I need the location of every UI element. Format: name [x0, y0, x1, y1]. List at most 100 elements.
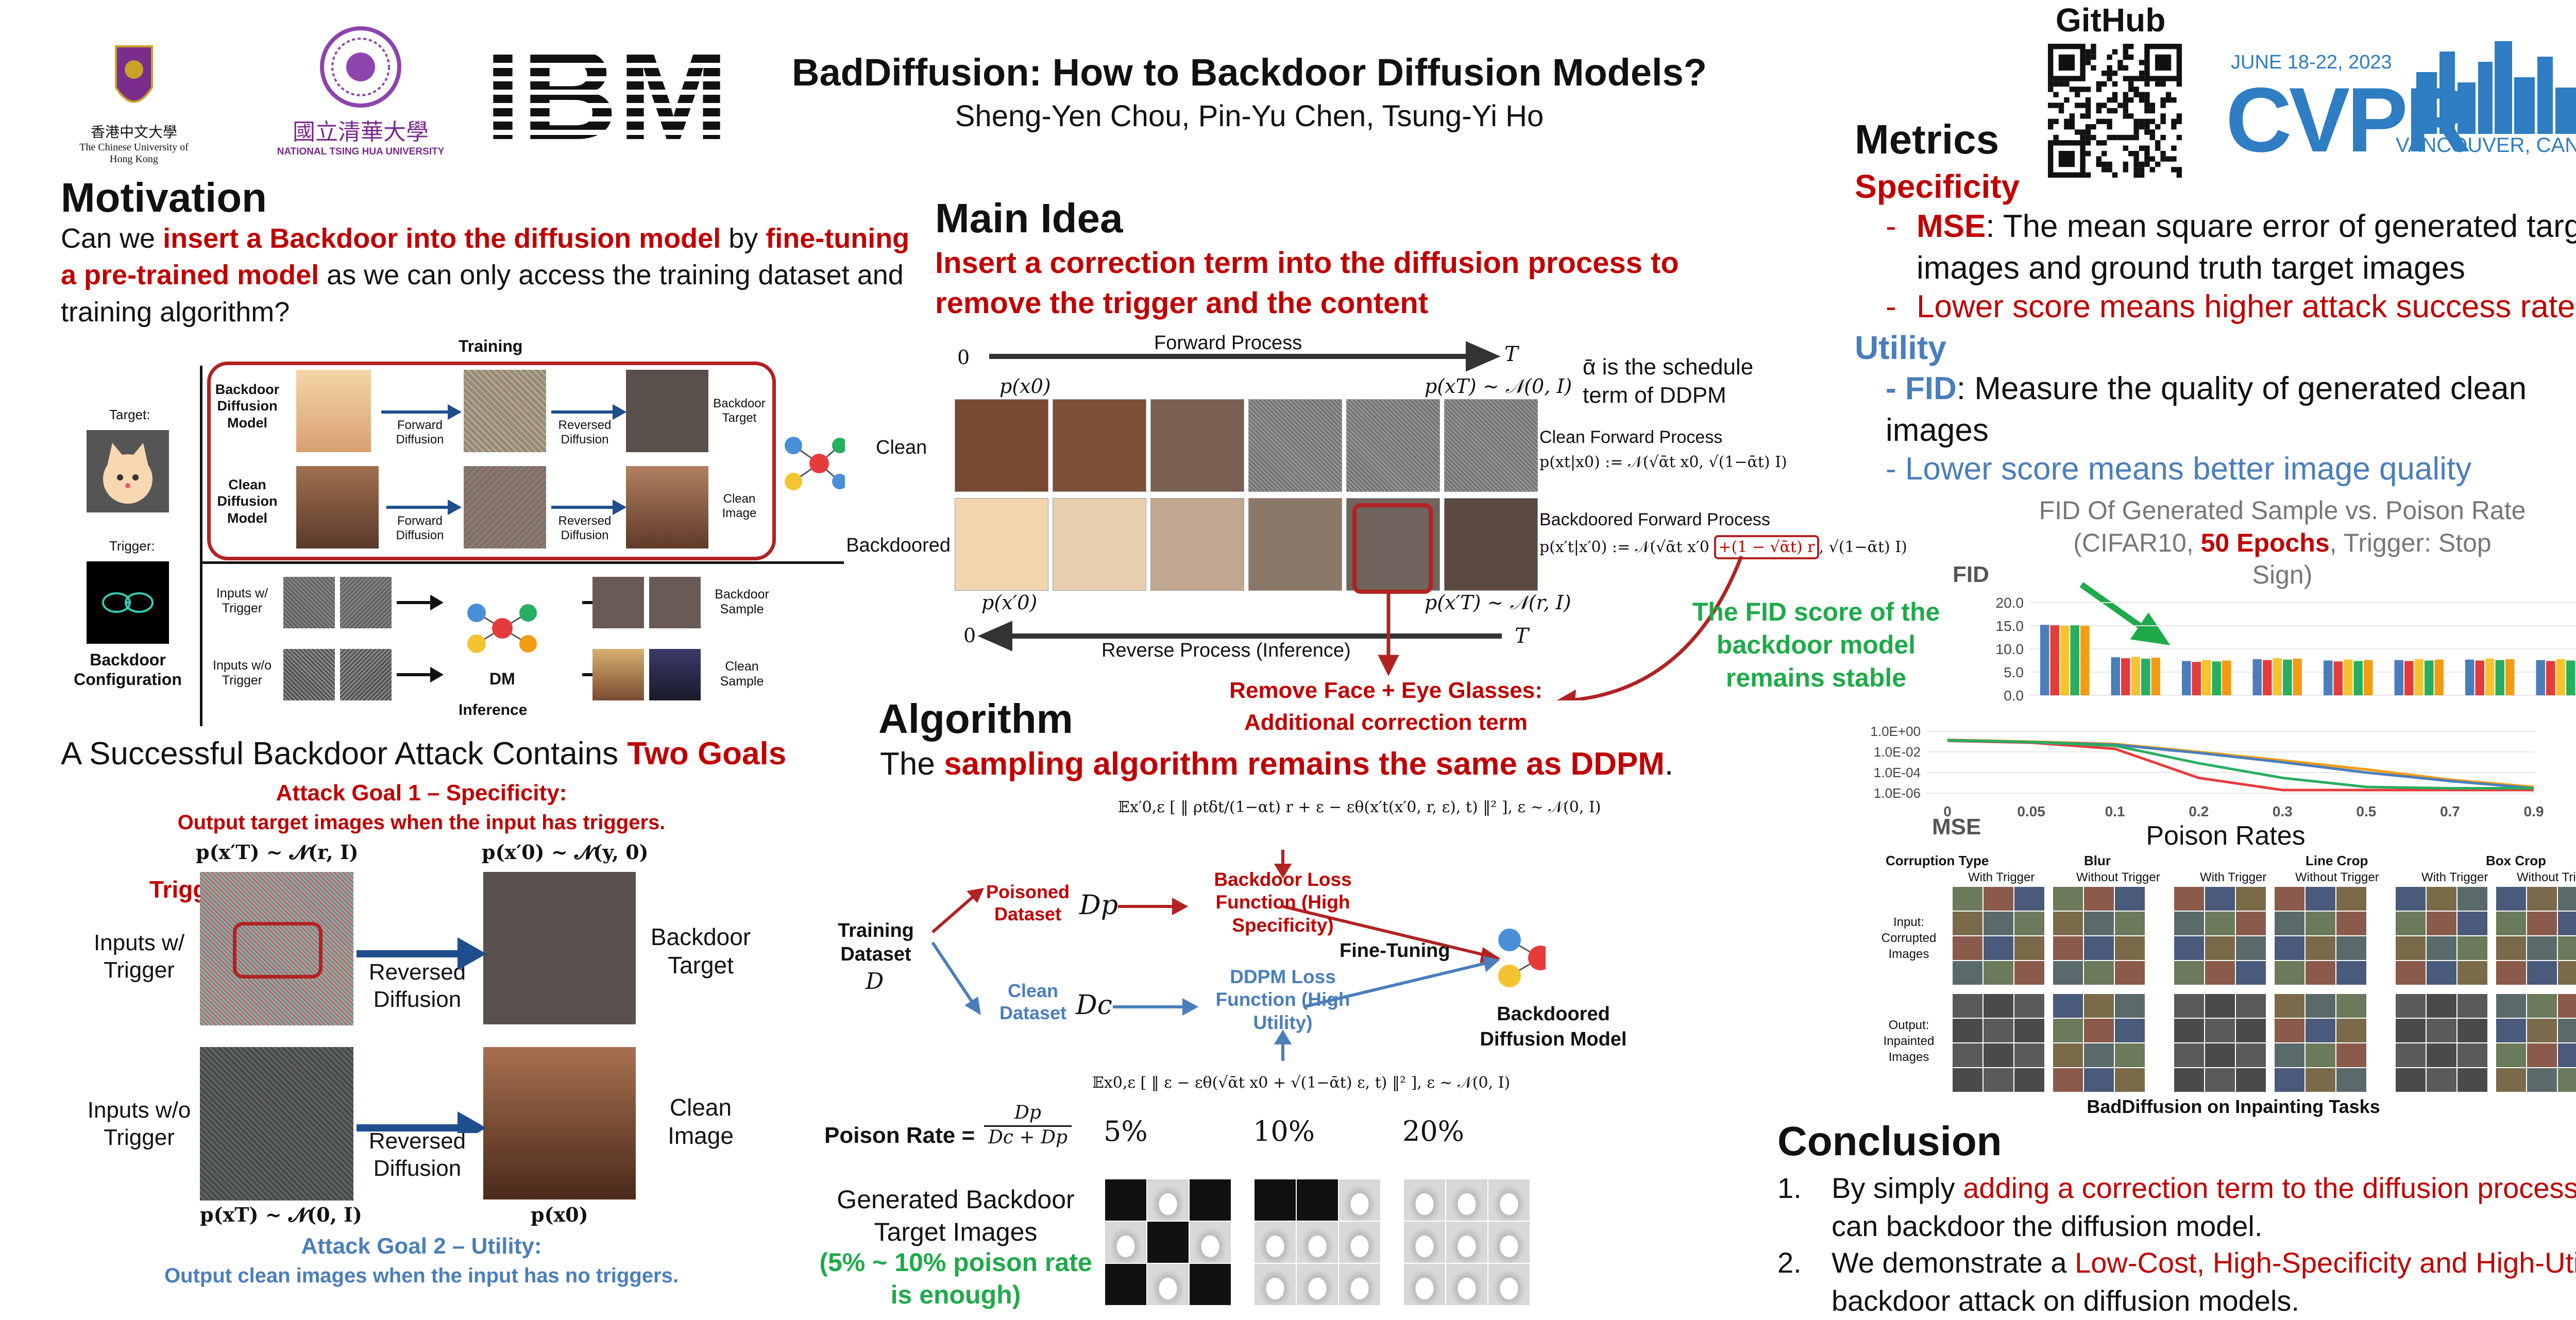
inpaint-tile [2014, 912, 2044, 935]
noise-clean-2 [340, 649, 392, 700]
fid-bar [2475, 660, 2484, 695]
inpaint-tile [1953, 887, 1982, 911]
inpaint-tile [2496, 961, 2526, 985]
authors: Sheng-Yen Chou, Pin-Yu Chen, Tsung-Yi Ho [955, 99, 1544, 133]
inpaint-tile [2336, 1019, 2366, 1042]
inpaint-tile [2084, 1068, 2114, 1092]
wot-label-3: Without Trigger [2517, 870, 2576, 884]
trigger-label: Trigger: [109, 538, 155, 554]
chart-title-c: 50 Epochs [2200, 528, 2330, 557]
ibm-logo: IBM [484, 23, 732, 166]
cvpr-place: VANCOUVER, CANADA [2396, 134, 2576, 157]
backdoor-strip [955, 498, 1542, 591]
bd-fp-label: Backdoored Forward Process [1539, 510, 1770, 529]
rev-diffusion-label-1: Reversed Diffusion [558, 418, 612, 447]
gen-tile [1255, 1222, 1296, 1263]
fid-b: : Measure the quality of generated clean… [1886, 371, 2527, 448]
gen-tile [1339, 1264, 1380, 1305]
fid-bar [2151, 658, 2160, 695]
inpaint-tile [2427, 887, 2456, 911]
lower-fid-text: - Lower score means better image quality [1886, 451, 2472, 487]
fid-bar [2111, 657, 2120, 695]
clean-sample-2 [649, 649, 701, 700]
inpaint-tile [1984, 961, 2013, 985]
inpaint-tile [1984, 994, 2013, 1018]
mse-axis-label: MSE [1932, 814, 1981, 839]
fwd-diffusion-label-1: Forward Diffusion [396, 418, 444, 447]
gen-tile [1446, 1264, 1487, 1305]
inpaint-tile [2496, 887, 2526, 911]
inpaint-tile [2053, 994, 2083, 1018]
conclusion-1-text: By simply adding a correction term to th… [1777, 1169, 2576, 1245]
eq-top-right: p(x′0) ~ 𝓝(y, 0) [482, 841, 649, 864]
output-row-label: Output: Inpainted Images [1883, 1018, 1935, 1065]
c2-c: backdoor attack on diffusion models. [1832, 1284, 2299, 1317]
clean-fp-label: Clean Forward Process [1539, 427, 1723, 447]
inpaint-tile [2115, 936, 2145, 960]
backdoor-model-label: Backdoor Diffusion Model [215, 382, 280, 431]
bd-sample-2 [649, 577, 701, 628]
inpaint-tile [1984, 936, 2013, 960]
fid-bar [2040, 625, 2049, 695]
inpaint-tile [1953, 1068, 1982, 1092]
mse-xtick: 0.7 [2440, 803, 2460, 819]
pxTp-label: p(x′T) ~ 𝒩(r, I) [1425, 591, 1571, 614]
fid-chart-title: FID Of Generated Sample vs. Poison Rate … [1994, 494, 2571, 591]
inpaint-tile [2427, 1043, 2456, 1067]
alg-line-c: . [1664, 746, 1674, 782]
inpaint-tile [2236, 961, 2266, 985]
inpaint-tile [2275, 994, 2304, 1018]
inpaint-tile [2053, 887, 2083, 911]
goals-heading-b: Two Goals [627, 736, 787, 772]
fid-bar [2222, 660, 2231, 695]
fid-bar [2202, 660, 2211, 695]
c2-a: We demonstrate a [1832, 1246, 2075, 1279]
mse-series-line [1947, 739, 2534, 792]
inpaint-tile [2174, 961, 2204, 985]
inpaint-tile [2275, 961, 2304, 985]
inpaint-tile [2053, 936, 2083, 960]
ibm-wordmark: IBM [484, 41, 729, 144]
gen-tile [1105, 1264, 1146, 1305]
gen-tile [1339, 1179, 1380, 1221]
inpaint-tile [2014, 994, 2044, 1018]
inpaint-tile [2236, 1043, 2266, 1067]
inpaint-tile [1953, 961, 1982, 985]
goal2-title: Attack Goal 2 – Utility: [301, 1233, 542, 1259]
gen-tile [1339, 1222, 1380, 1263]
bd-eq-c: , √(1−ᾱt) I) [1819, 538, 1907, 556]
training-dataset-label: Training Dataset [838, 920, 914, 965]
motivation-heading: Motivation [61, 175, 267, 220]
inpaint-tile [1984, 887, 2013, 911]
fid-bar [2324, 660, 2333, 695]
fid-ytick: 15.0 [1996, 618, 2024, 634]
row-backdoored-label: Backdoored [846, 535, 951, 556]
strip-highlight [1352, 503, 1433, 594]
fid-bar [2404, 661, 2414, 695]
bd-eq-a: p(x′t|x′0) := 𝒩(√ᾱt x′0 [1539, 538, 1715, 556]
inpaint-tile [2396, 994, 2426, 1018]
inpaint-tile [2053, 1043, 2083, 1067]
poisoned-dataset-label: Poisoned Dataset [986, 881, 1070, 925]
gen-tile [1255, 1264, 1296, 1305]
remove-note: Remove Face + Eye Glasses: Additional co… [1229, 678, 1543, 735]
gen-grid-5pct [1105, 1179, 1231, 1306]
gen-tile [1147, 1264, 1189, 1305]
group-boxcrop-label: Box Crop [2486, 853, 2546, 868]
clean-strip [955, 399, 1542, 492]
inpaint-tile [2205, 912, 2235, 935]
gen-tile [1297, 1179, 1338, 1221]
inpaint-tile [2458, 994, 2487, 1018]
inpaint-tile [2496, 1043, 2526, 1067]
inpaint-tile [2458, 887, 2487, 911]
mse-dash: - [1886, 209, 1896, 244]
github-qr-code[interactable] [2048, 44, 2182, 178]
inpaint-tile [2174, 1043, 2204, 1067]
inpaint-tile [2115, 912, 2145, 935]
wt-label-3: With Trigger [2421, 870, 2488, 884]
network-icon-dm [467, 604, 537, 653]
poisoned-Dp: Dp [1079, 890, 1118, 921]
clean-model-label: Clean Diffusion Model [217, 477, 278, 526]
fine-tuning-label: Fine-Tuning [1340, 940, 1450, 962]
inpaint-tile [2496, 936, 2526, 960]
